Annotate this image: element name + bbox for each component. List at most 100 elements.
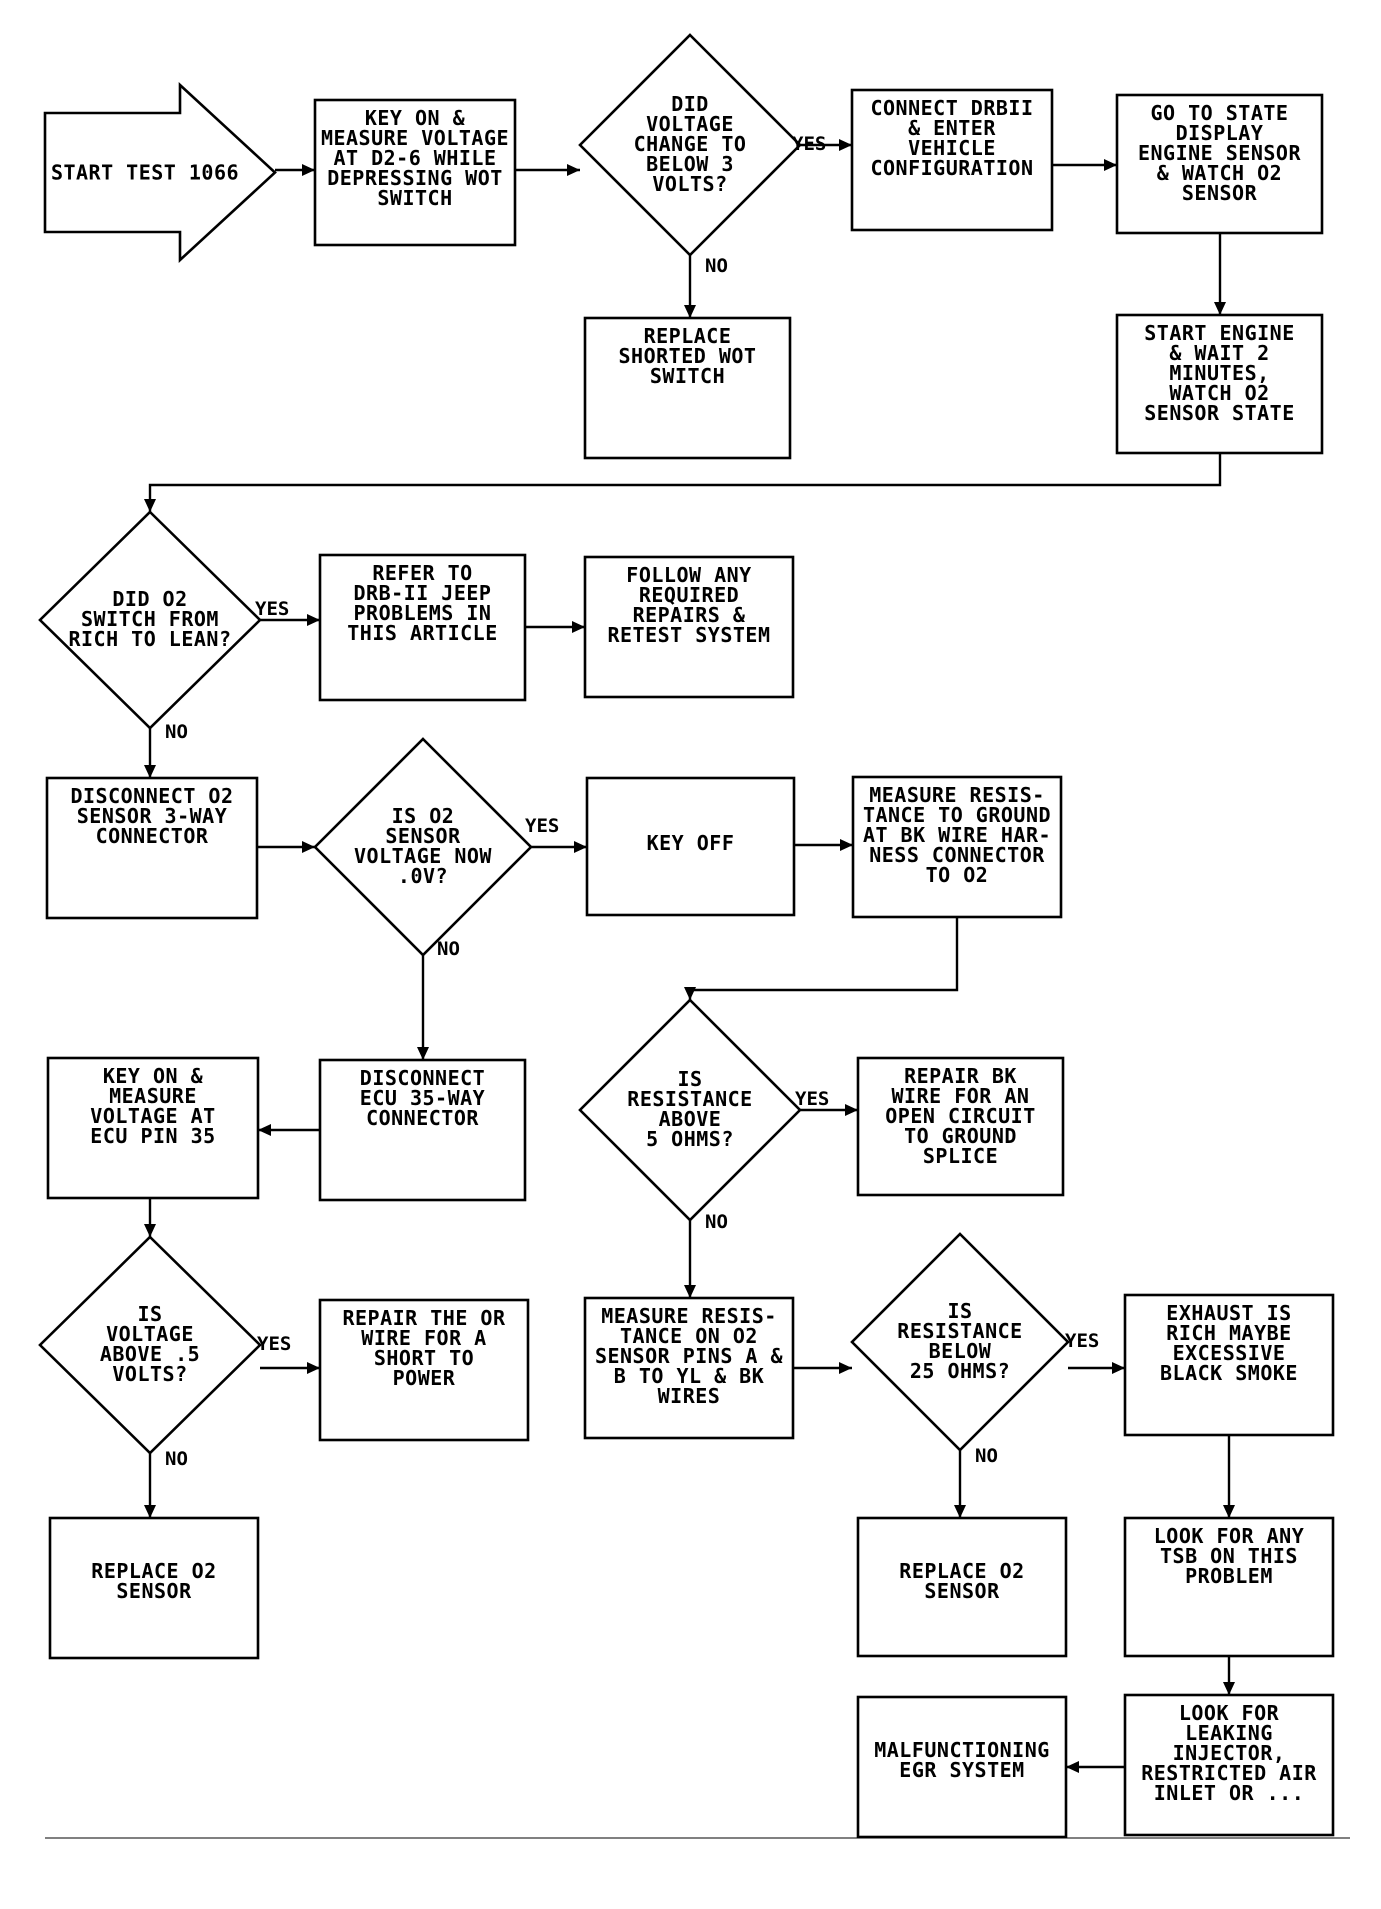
node-text-line: SENSOR 3-WAY bbox=[77, 804, 228, 828]
node-text-line: EXCESSIVE bbox=[1173, 1341, 1286, 1365]
arrowhead bbox=[258, 1124, 271, 1136]
node-text-line: INJECTOR, bbox=[1173, 1741, 1286, 1765]
arrowhead bbox=[567, 164, 580, 176]
arrowhead bbox=[1214, 302, 1226, 315]
arrowhead bbox=[684, 987, 696, 1000]
branch-label-no: NO bbox=[165, 1448, 188, 1470]
branch-label-no: NO bbox=[705, 255, 728, 277]
decision-diamond bbox=[313, 737, 533, 957]
node-text-line: & WAIT 2 bbox=[1169, 341, 1269, 365]
node-text-line: PROBLEM bbox=[1185, 1564, 1273, 1588]
node-text-line: EXHAUST IS bbox=[1166, 1301, 1291, 1325]
process-box bbox=[46, 1056, 260, 1200]
node-text-line: SWITCH bbox=[377, 186, 452, 210]
node-text-line: LEAKING bbox=[1185, 1721, 1273, 1745]
node-text-line: VOLTAGE bbox=[106, 1322, 194, 1346]
node-text-line: START TEST 1066 bbox=[51, 161, 239, 185]
node-text-line: REPAIRS & bbox=[633, 603, 746, 627]
node-text-line: POWER bbox=[393, 1366, 456, 1390]
node-text-line: REPLACE bbox=[644, 324, 732, 348]
branch-label-no: NO bbox=[437, 938, 460, 960]
node-text-line: REQUIRED bbox=[639, 583, 739, 607]
node-text-line: ABOVE bbox=[659, 1107, 722, 1131]
node-text-line: DISCONNECT bbox=[360, 1066, 485, 1090]
node-text-line: CHANGE TO bbox=[634, 132, 747, 156]
process-box bbox=[856, 1695, 1068, 1839]
node-text-line: DID O2 bbox=[112, 587, 187, 611]
process-box bbox=[1115, 313, 1324, 455]
node-text-line: REPLACE O2 bbox=[91, 1559, 216, 1583]
node-text-line: REPLACE O2 bbox=[899, 1559, 1024, 1583]
arrowhead bbox=[840, 839, 853, 851]
node-text-line: DRB-II JEEP bbox=[354, 581, 492, 605]
arrowhead bbox=[839, 139, 852, 151]
node-text-line: AT D2-6 WHILE bbox=[333, 146, 496, 170]
arrowhead bbox=[302, 841, 315, 853]
node-text-line: GO TO STATE bbox=[1151, 101, 1289, 125]
arrowhead bbox=[1112, 1362, 1125, 1374]
connector-line bbox=[688, 917, 959, 1000]
branch-label-yes: YES bbox=[257, 1333, 291, 1355]
arrowhead bbox=[845, 1104, 858, 1116]
node-text-line: MEASURE RESIS- bbox=[601, 1304, 777, 1328]
process-box bbox=[851, 775, 1063, 919]
node-text-line: IS bbox=[947, 1299, 972, 1323]
node-text-line: LOOK FOR bbox=[1179, 1701, 1280, 1725]
node-text-line: KEY OFF bbox=[647, 831, 735, 855]
decision-diamond bbox=[38, 1235, 262, 1455]
node-text-line: SWITCH FROM bbox=[81, 607, 219, 631]
flowchart-nodes: START TEST 1066 KEY ON &MEASURE VOLTAGEAT… bbox=[38, 33, 1335, 1839]
node-text-line: LOOK FOR ANY bbox=[1154, 1524, 1305, 1548]
node-text-line: CONNECTOR bbox=[366, 1106, 479, 1130]
branch-label-no: NO bbox=[705, 1211, 728, 1233]
node-text-line: VOLTS? bbox=[112, 1362, 187, 1386]
start-arrow-shape bbox=[43, 82, 277, 263]
node-text-line: SHORTED WOT bbox=[619, 344, 757, 368]
node-text-line: SPLICE bbox=[923, 1144, 998, 1168]
process-box bbox=[850, 88, 1054, 232]
arrowhead bbox=[1066, 1761, 1079, 1773]
connector-line bbox=[148, 453, 1222, 512]
decision-diamond bbox=[578, 998, 802, 1222]
node-text-line: NESS CONNECTOR bbox=[869, 843, 1045, 867]
node-key-off: KEY OFF bbox=[585, 776, 796, 917]
arrowhead bbox=[1223, 1505, 1235, 1518]
node-text-line: FOLLOW ANY bbox=[626, 563, 751, 587]
process-box bbox=[583, 1296, 795, 1440]
arrowhead bbox=[954, 1505, 966, 1518]
node-text-line: TO O2 bbox=[926, 863, 989, 887]
arrowhead bbox=[684, 1285, 696, 1298]
node-text-line: RESISTANCE bbox=[627, 1087, 752, 1111]
node-text-line: 25 OHMS? bbox=[910, 1359, 1010, 1383]
node-text-line: RETEST SYSTEM bbox=[607, 623, 770, 647]
node-text-line: TANCE ON O2 bbox=[620, 1324, 758, 1348]
node-text-line: VOLTAGE NOW bbox=[354, 844, 492, 868]
node-text-line: DID bbox=[671, 92, 709, 116]
node-text-line: IS O2 bbox=[392, 804, 455, 828]
arrowhead bbox=[684, 305, 696, 318]
node-text-line: RICH TO LEAN? bbox=[68, 627, 231, 651]
node-text-line: SWITCH bbox=[650, 364, 725, 388]
arrowhead bbox=[1223, 1682, 1235, 1695]
node-text-line: EGR SYSTEM bbox=[899, 1758, 1024, 1782]
node-text-line: ECU 35-WAY bbox=[360, 1086, 485, 1110]
node-text-line: MEASURE RESIS- bbox=[869, 783, 1045, 807]
